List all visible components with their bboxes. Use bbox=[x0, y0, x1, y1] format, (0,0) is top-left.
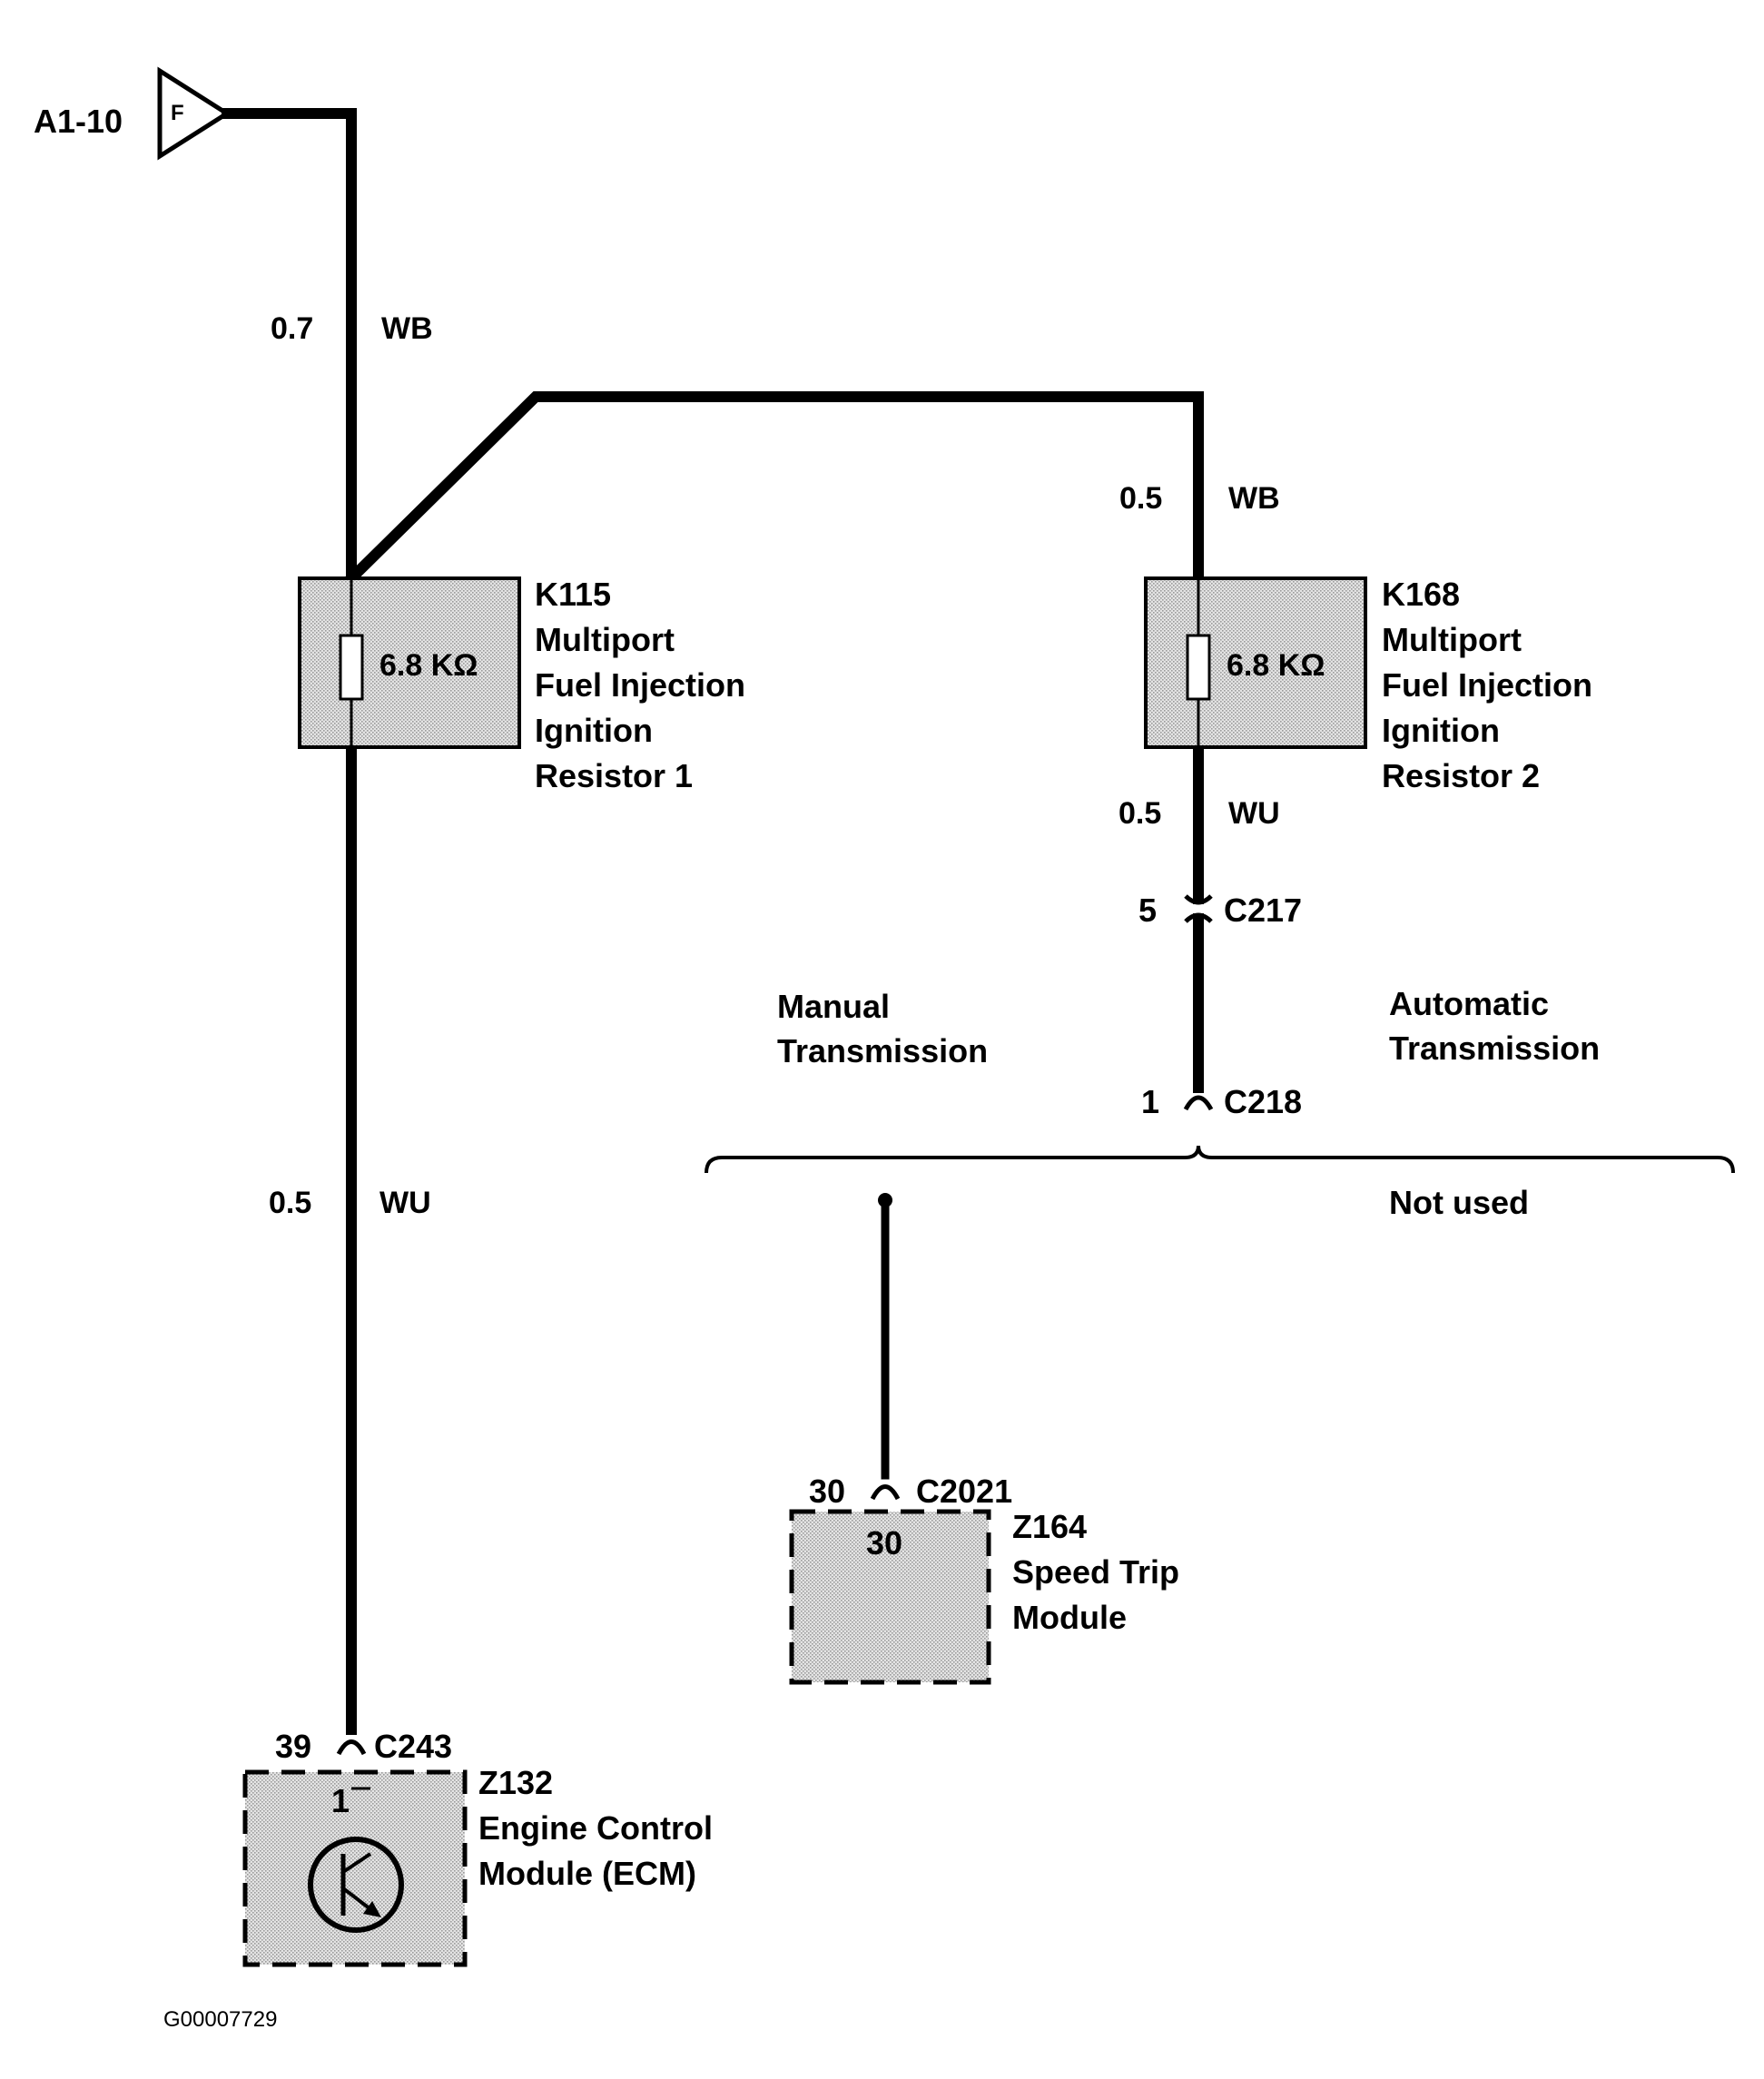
connector-c217: 5 C217 bbox=[1138, 892, 1302, 929]
connector-pin: 1 bbox=[1141, 1083, 1159, 1120]
component-label-line: K168 bbox=[1382, 576, 1460, 613]
module-box bbox=[789, 1509, 991, 1685]
resistor-box bbox=[1144, 576, 1367, 749]
connector-ref-a1-10: A1-10 F bbox=[34, 66, 232, 161]
connector-c218: 1 C218 bbox=[1141, 1083, 1302, 1120]
component-label-line: Multiport bbox=[1382, 621, 1522, 658]
connector-ref-label: A1-10 bbox=[34, 103, 123, 140]
component-label-line: Fuel Injection bbox=[1382, 666, 1592, 704]
bracket-icon bbox=[705, 1145, 1735, 1174]
wiring bbox=[222, 108, 1204, 1735]
connector-pin: 30 bbox=[809, 1473, 845, 1510]
engine-control-module: 1 Z132 Engine Control Module (ECM) bbox=[242, 1764, 713, 1967]
connector-icon bbox=[336, 1739, 367, 1756]
option-manual-line: Transmission bbox=[777, 1032, 988, 1069]
component-label-line: Module bbox=[1012, 1599, 1127, 1636]
module-box bbox=[242, 1769, 468, 1967]
splice-dot bbox=[878, 1193, 892, 1207]
option-bracket: Manual Transmission Automatic Transmissi… bbox=[705, 985, 1735, 1221]
component-label-line: K115 bbox=[535, 576, 611, 613]
connector-icon bbox=[870, 1484, 901, 1501]
wire-color-label: WU bbox=[379, 1186, 431, 1220]
resistor-icon bbox=[339, 634, 364, 701]
component-label-line: Z132 bbox=[478, 1764, 553, 1801]
inline-connector-icon bbox=[1184, 894, 1213, 923]
component-label-line: Speed Trip bbox=[1012, 1553, 1179, 1591]
connector-icon bbox=[1183, 1095, 1214, 1111]
component-label-line: Z164 bbox=[1012, 1508, 1087, 1545]
option-not-used: Not used bbox=[1389, 1184, 1529, 1221]
connector-pin: 39 bbox=[275, 1728, 311, 1765]
component-label-line: Fuel Injection bbox=[535, 666, 745, 704]
wire-labels: 0.7 WB 0.5 WB 0.5 WU 0.5 WU bbox=[269, 311, 1280, 1220]
option-automatic-line: Transmission bbox=[1389, 1030, 1600, 1067]
resistor-icon bbox=[1186, 634, 1211, 701]
wire-branch-to-resistor2 bbox=[343, 391, 1204, 586]
connector-flag-letter: F bbox=[171, 101, 184, 125]
figure-id: G00007729 bbox=[163, 2007, 277, 2032]
wire-size-label: 0.5 bbox=[269, 1186, 311, 1220]
connector-name: C218 bbox=[1224, 1083, 1302, 1120]
module-pin: 30 bbox=[866, 1524, 902, 1562]
transistor-icon bbox=[308, 1837, 404, 1933]
resistor-box bbox=[298, 576, 521, 749]
wire-color-label: WU bbox=[1228, 796, 1280, 831]
connector-name: C2021 bbox=[916, 1473, 1012, 1510]
component-label-line: Ignition bbox=[535, 712, 653, 749]
component-label-line: Ignition bbox=[1382, 712, 1500, 749]
resistor-k115: 6.8 KΩ K115 Multiport Fuel Injection Ign… bbox=[298, 576, 745, 794]
option-manual-line: Manual bbox=[777, 988, 890, 1025]
wire-size-label: 0.7 bbox=[271, 311, 313, 346]
wire-color-label: WB bbox=[381, 311, 433, 346]
connector-name: C217 bbox=[1224, 892, 1302, 929]
wire-size-label: 0.5 bbox=[1119, 481, 1162, 516]
wire-feed bbox=[222, 108, 357, 584]
component-label-line: Multiport bbox=[535, 621, 675, 658]
connector-name: C243 bbox=[374, 1728, 452, 1765]
component-label-line: Resistor 2 bbox=[1382, 757, 1540, 794]
resistor-k168: 6.8 KΩ K168 Multiport Fuel Injection Ign… bbox=[1144, 576, 1592, 794]
wire-color-label: WB bbox=[1228, 481, 1280, 516]
component-label-line: Engine Control bbox=[478, 1809, 713, 1847]
connector-pin: 5 bbox=[1138, 892, 1157, 929]
connector-flag-icon bbox=[157, 66, 232, 161]
resistor-value: 6.8 KΩ bbox=[379, 648, 478, 683]
connector-c2021: 30 C2021 bbox=[809, 1473, 1012, 1510]
resistor-value: 6.8 KΩ bbox=[1227, 648, 1325, 683]
wire-size-label: 0.5 bbox=[1119, 796, 1161, 831]
speed-trip-module: 30 Z164 Speed Trip Module bbox=[789, 1508, 1179, 1685]
option-automatic-line: Automatic bbox=[1389, 985, 1549, 1022]
module-pin: 1 bbox=[331, 1782, 350, 1819]
connector-c243: 39 C243 bbox=[275, 1728, 452, 1765]
component-label-line: Resistor 1 bbox=[535, 757, 693, 794]
component-label-line: Module (ECM) bbox=[478, 1855, 696, 1892]
